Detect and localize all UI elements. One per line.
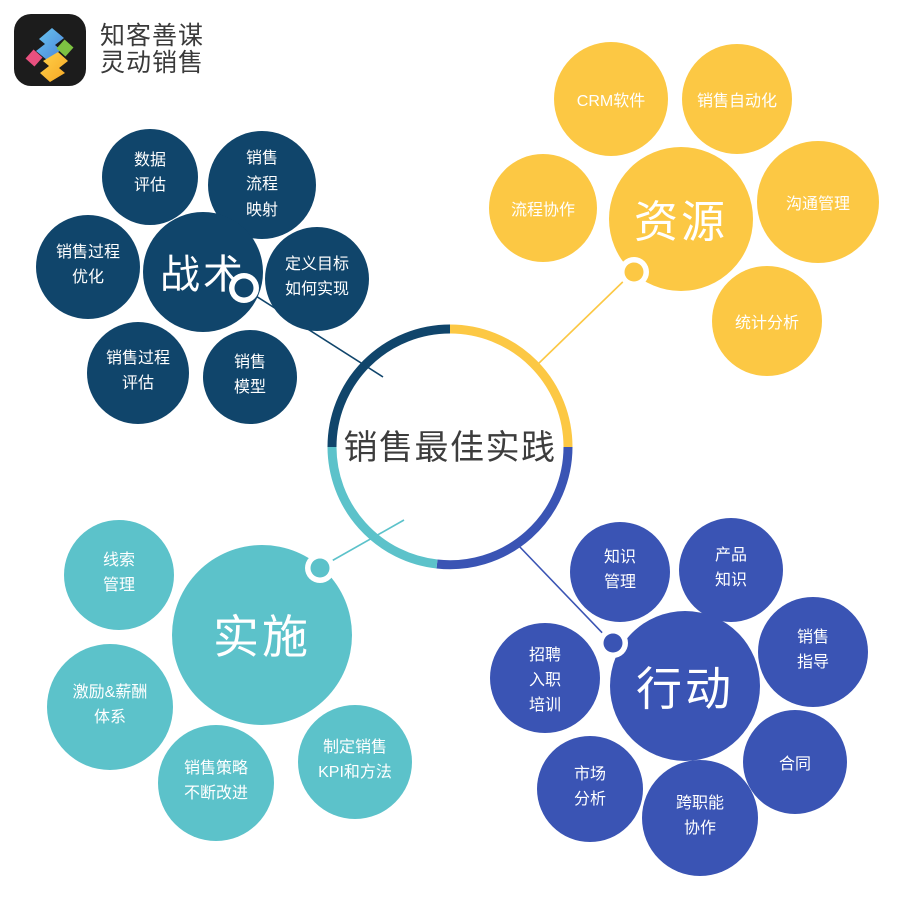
tactics-leaf-4[interactable]: 定义目标 如何实现 xyxy=(265,227,369,331)
tactics-leaf-6[interactable]: 销售 模型 xyxy=(203,330,297,424)
cluster-tactics[interactable]: 数据 评估 销售 流程 映射 销售过程 优化 定义目标 如何实现 销售过程 评估… xyxy=(36,129,369,424)
tactics-leaf-5-line-1: 销售过程 xyxy=(106,349,170,367)
action-leaf-4-line-1: 销售 xyxy=(797,628,829,646)
action-leaf-4-line-2: 指导 xyxy=(797,653,829,671)
action-leaf-5[interactable]: 市场 分析 xyxy=(537,736,643,842)
action-leaf-3-line-3: 培训 xyxy=(529,696,561,714)
action-leaf-1[interactable]: 知识 管理 xyxy=(570,522,670,622)
implementation-leaf-3-line-2: 不断改进 xyxy=(184,784,248,802)
resources-leaf-2-line-1: 销售自动化 xyxy=(697,92,777,110)
implementation-leaf-1-line-2: 管理 xyxy=(103,576,135,594)
action-leaf-5-line-1: 市场 xyxy=(574,765,606,783)
tactics-leaf-2-line-1: 销售 xyxy=(246,149,278,167)
cluster-core-tactics[interactable]: 战术 xyxy=(143,212,263,332)
action-leaf-1-line-2: 管理 xyxy=(604,573,636,591)
resources-leaf-1[interactable]: CRM软件 xyxy=(554,42,668,156)
connector-node-action[interactable] xyxy=(598,628,628,658)
cluster-action[interactable]: 知识 管理 产品 知识 招聘 入职 培训 销售 指导 市场 分析 合同 xyxy=(490,518,868,876)
tactics-leaf-2[interactable]: 销售 流程 映射 xyxy=(208,131,316,239)
tactics-leaf-4-line-1: 定义目标 xyxy=(285,255,349,273)
tactics-leaf-6-line-1: 销售 xyxy=(234,353,266,371)
tactics-leaf-3-line-2: 优化 xyxy=(72,268,104,286)
cluster-core-resources-label: 资源 xyxy=(634,198,728,247)
tactics-leaf-5[interactable]: 销售过程 评估 xyxy=(87,322,189,424)
implementation-leaf-2[interactable]: 激励&薪酬 体系 xyxy=(47,644,173,770)
brand-wordmark: 知客善谋 灵动销售 xyxy=(100,23,204,77)
connector-node-implementation[interactable] xyxy=(305,553,335,583)
brand-line-2: 灵动销售 xyxy=(100,49,205,77)
tactics-leaf-5-line-2: 评估 xyxy=(122,374,154,392)
implementation-leaf-2-line-1: 激励&薪酬 xyxy=(73,683,148,701)
action-leaf-3-line-1: 招聘 xyxy=(529,646,561,664)
cluster-core-implementation-label: 实施 xyxy=(213,611,311,663)
resources-leaf-2[interactable]: 销售自动化 xyxy=(682,44,792,154)
action-leaf-6-line-1: 合同 xyxy=(779,755,811,773)
hub-arc-resources xyxy=(449,324,573,448)
cluster-core-action-label: 行动 xyxy=(636,663,734,715)
tactics-leaf-1-line-2: 评估 xyxy=(134,176,166,194)
action-leaf-2-line-1: 产品 xyxy=(715,546,747,564)
tactics-leaf-1-line-1: 数据 xyxy=(134,151,166,169)
connector-node-tactics[interactable] xyxy=(229,273,259,303)
hub-ring[interactable]: 销售最佳实践 xyxy=(327,324,573,570)
resources-leaf-3-line-1: 流程协作 xyxy=(511,201,575,219)
hub-arc-implementation xyxy=(327,446,438,569)
cluster-resources[interactable]: CRM软件 销售自动化 流程协作 沟通管理 统计分析 资源 xyxy=(489,42,879,376)
action-leaf-7[interactable]: 跨职能 协作 xyxy=(642,760,758,876)
brand-logo: 知客善谋 灵动销售 xyxy=(14,14,204,86)
resources-leaf-3[interactable]: 流程协作 xyxy=(489,154,597,262)
connector-lines xyxy=(247,271,634,644)
action-leaf-6[interactable]: 合同 xyxy=(743,710,847,814)
implementation-leaf-2-line-2: 体系 xyxy=(94,708,126,726)
cluster-core-action[interactable]: 行动 xyxy=(610,611,760,761)
implementation-leaf-1[interactable]: 线索 管理 xyxy=(64,520,174,630)
action-leaf-5-line-2: 分析 xyxy=(574,790,606,808)
connector-node-resources[interactable] xyxy=(619,257,649,287)
resources-leaf-1-line-1: CRM软件 xyxy=(577,92,645,110)
action-leaf-3[interactable]: 招聘 入职 培训 xyxy=(490,623,600,733)
hub-label: 销售最佳实践 xyxy=(344,429,557,467)
hub-arc-tactics xyxy=(327,324,451,448)
action-leaf-7-line-1: 跨职能 xyxy=(676,794,724,812)
tactics-leaf-3-line-1: 销售过程 xyxy=(56,243,120,261)
resources-leaf-4[interactable]: 沟通管理 xyxy=(757,141,879,263)
tactics-leaf-1[interactable]: 数据 评估 xyxy=(102,129,198,225)
tactics-leaf-6-line-2: 模型 xyxy=(234,378,266,396)
cluster-core-resources[interactable]: 资源 xyxy=(609,147,753,291)
resources-leaf-5-line-1: 统计分析 xyxy=(735,314,799,332)
brand-line-1: 知客善谋 xyxy=(100,22,205,50)
action-leaf-1-line-1: 知识 xyxy=(604,548,636,566)
tactics-leaf-4-line-2: 如何实现 xyxy=(285,280,349,298)
action-leaf-7-line-2: 协作 xyxy=(684,819,716,837)
cluster-core-implementation[interactable]: 实施 xyxy=(172,545,352,725)
implementation-leaf-4[interactable]: 制定销售 KPI和方法 xyxy=(298,705,412,819)
implementation-leaf-3[interactable]: 销售策略 不断改进 xyxy=(158,725,274,841)
resources-leaf-5[interactable]: 统计分析 xyxy=(712,266,822,376)
hub-arc-action xyxy=(436,446,573,570)
connector-line-implementation xyxy=(320,519,405,568)
app-logo-icon xyxy=(14,14,86,86)
tactics-leaf-3[interactable]: 销售过程 优化 xyxy=(36,215,140,319)
implementation-leaf-1-line-1: 线索 xyxy=(103,551,135,569)
action-leaf-2[interactable]: 产品 知识 xyxy=(679,518,783,622)
connector-line-action xyxy=(516,543,613,644)
cluster-implementation[interactable]: 线索 管理 激励&薪酬 体系 销售策略 不断改进 制定销售 KPI和方法 实施 xyxy=(47,520,412,841)
resources-leaf-4-line-1: 沟通管理 xyxy=(786,195,850,213)
action-leaf-3-line-2: 入职 xyxy=(529,672,561,689)
implementation-leaf-4-line-2: KPI和方法 xyxy=(318,763,392,781)
tactics-leaf-2-line-2: 流程 xyxy=(246,175,278,193)
action-leaf-2-line-2: 知识 xyxy=(715,571,747,589)
implementation-leaf-3-line-1: 销售策略 xyxy=(184,759,248,777)
connector-line-resources xyxy=(536,271,634,366)
action-leaf-4[interactable]: 销售 指导 xyxy=(758,597,868,707)
implementation-leaf-4-line-1: 制定销售 xyxy=(323,738,387,756)
tactics-leaf-2-line-3: 映射 xyxy=(246,201,278,219)
connector-line-tactics xyxy=(247,290,384,378)
